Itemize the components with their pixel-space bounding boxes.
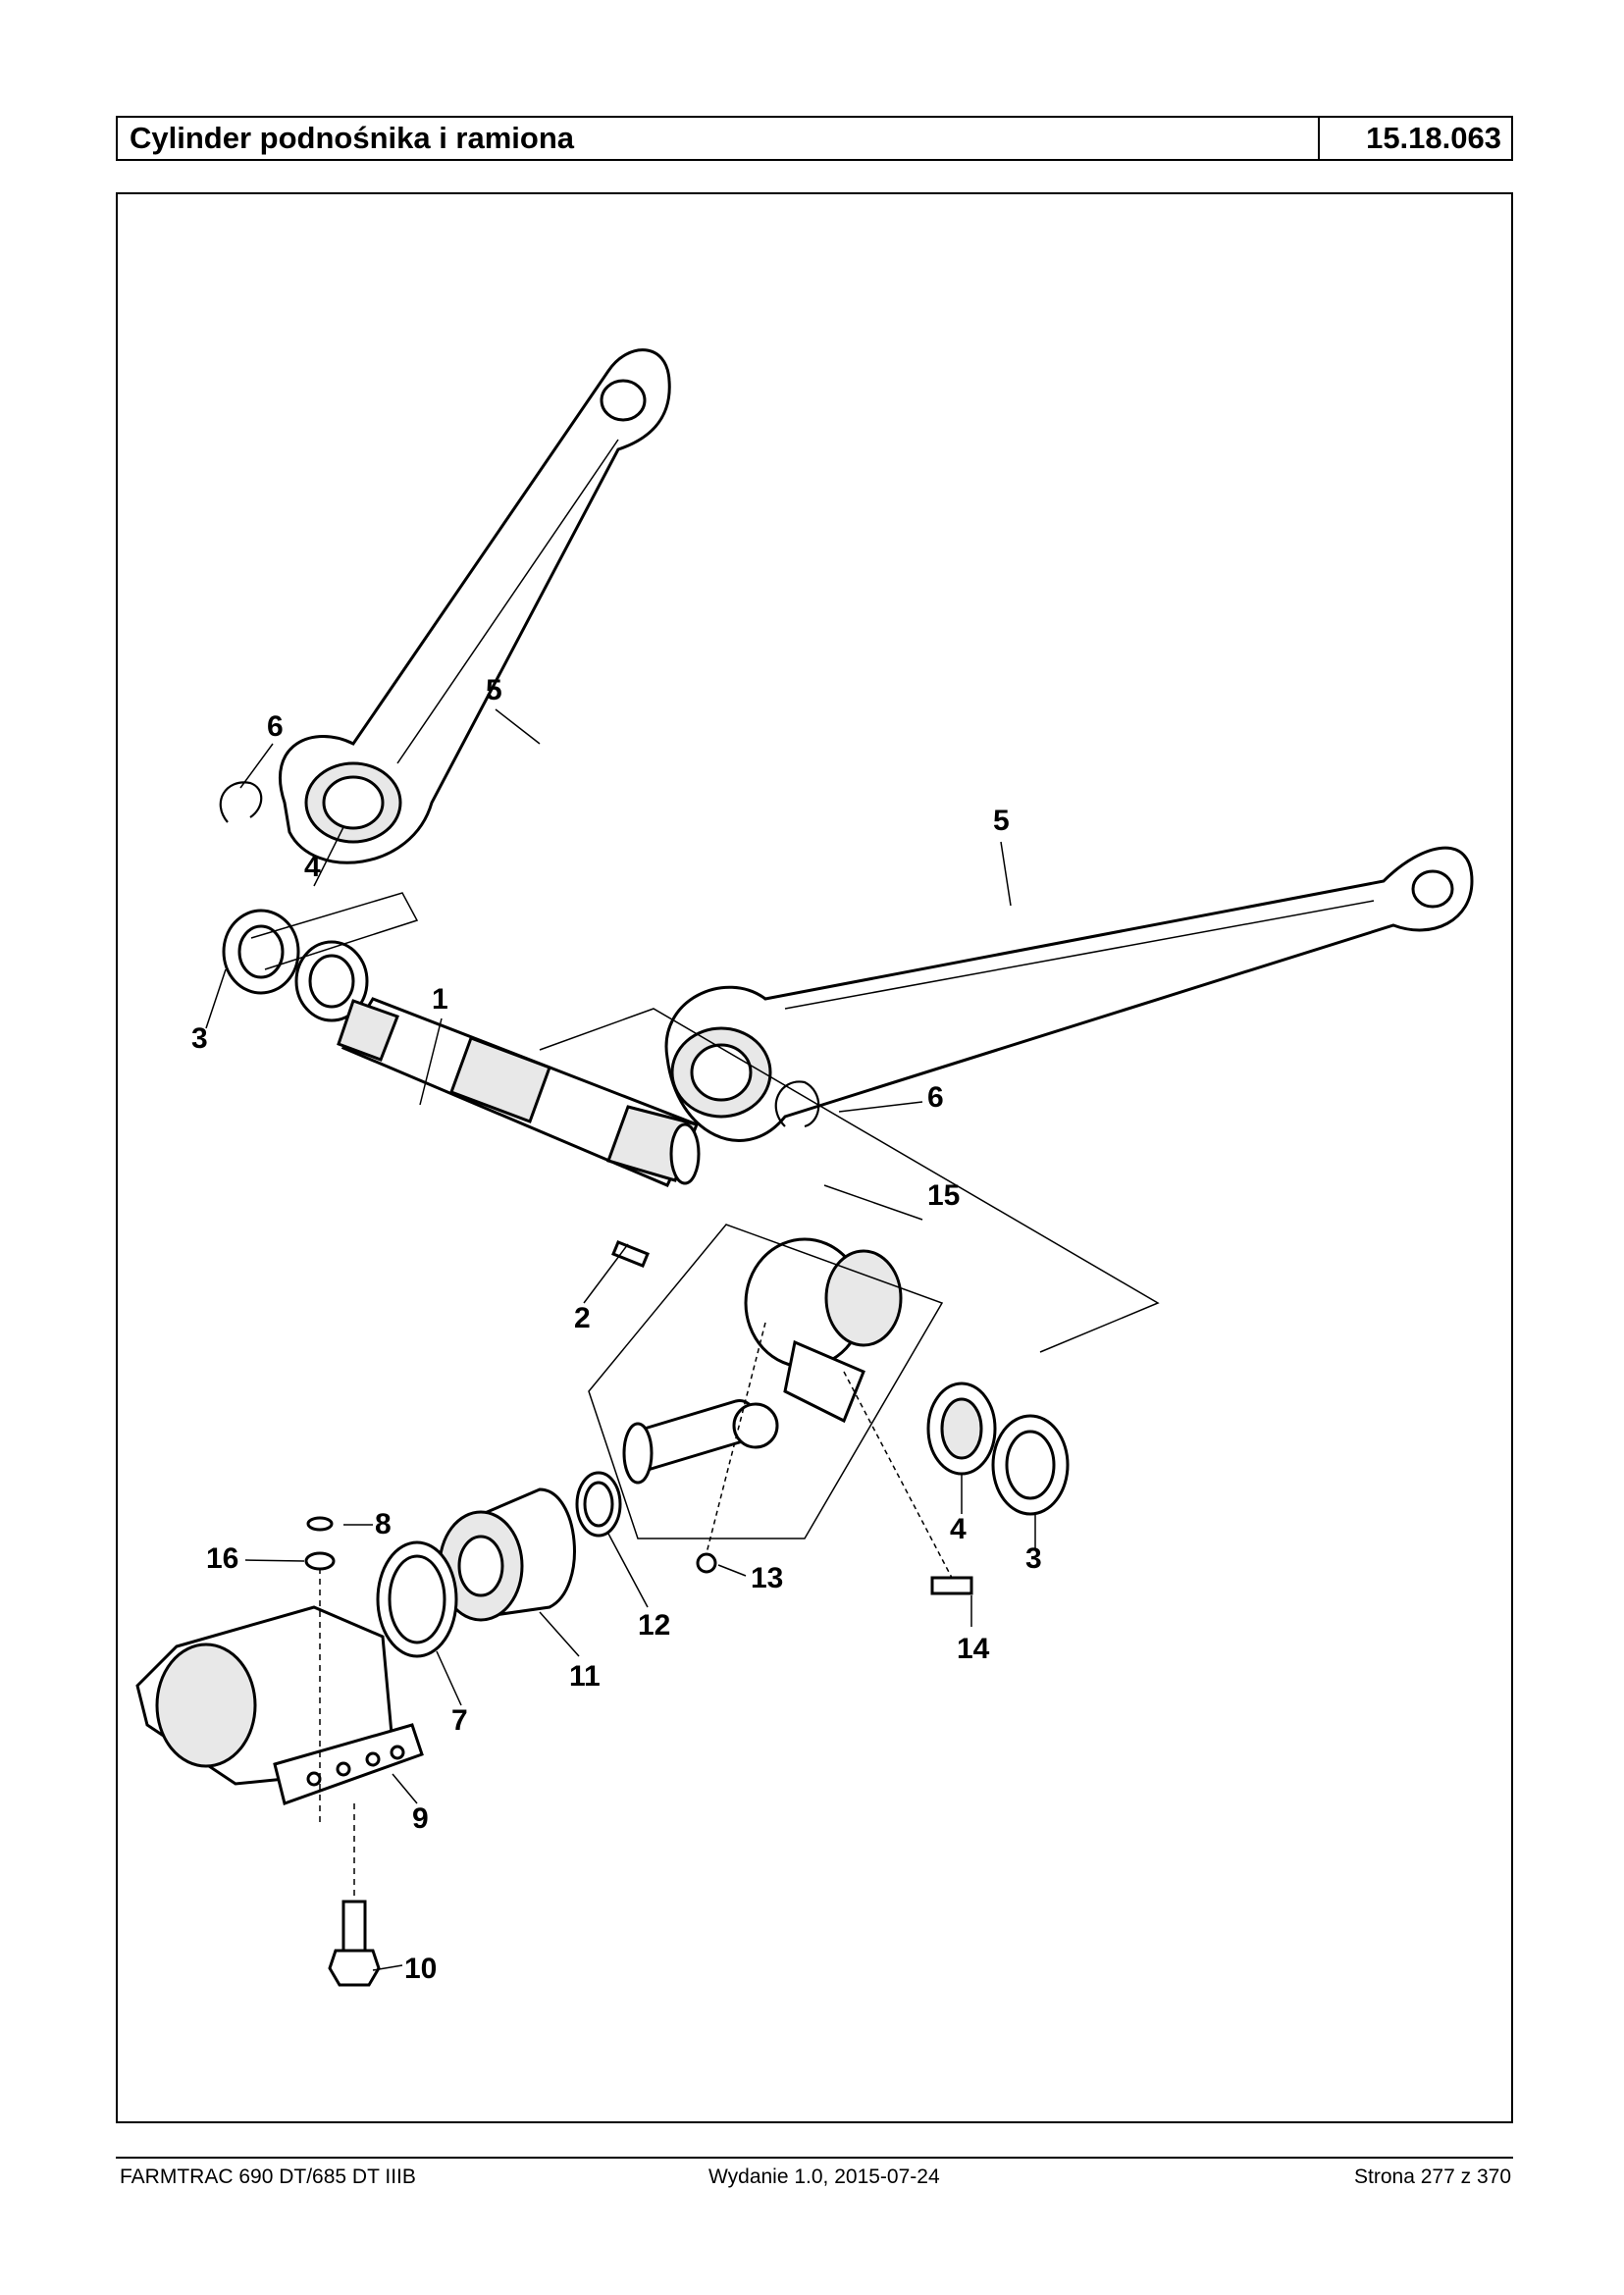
exploded-parts-diagram: 6 5 1 4 3 5 6 2 15 4 3 8 16 7 9 10 11 12…	[116, 192, 1513, 2123]
piston-ring	[575, 1471, 622, 1538]
washer-left-3	[222, 909, 300, 995]
cylinder-housing	[135, 1605, 424, 1805]
washer-8	[306, 1516, 334, 1532]
valve	[930, 1576, 973, 1595]
callout-4-right: 4	[950, 1513, 967, 1545]
washer-right	[991, 1414, 1070, 1516]
callout-7: 7	[451, 1704, 468, 1737]
callout-15: 15	[927, 1179, 960, 1212]
callout-11: 11	[569, 1660, 601, 1693]
callout-6-upper: 6	[267, 710, 284, 743]
cross-shaft	[337, 997, 701, 1187]
callout-12: 12	[638, 1609, 670, 1642]
crank-assembly	[622, 1237, 903, 1485]
callout-16: 16	[206, 1542, 238, 1575]
callout-3-right: 3	[1025, 1542, 1042, 1575]
callout-6-lower: 6	[927, 1081, 944, 1114]
callout-13: 13	[751, 1562, 783, 1594]
piston	[438, 1487, 576, 1622]
callout-5-lower: 5	[993, 805, 1010, 837]
footer-page-number: Strona 277 z 370	[1354, 2165, 1511, 2188]
footer-model: FARMTRAC 690 DT/685 DT IIIB	[120, 2165, 416, 2188]
callout-10: 10	[404, 1953, 437, 1985]
callout-1: 1	[432, 983, 448, 1016]
callout-5-upper: 5	[486, 674, 502, 706]
callout-9: 9	[412, 1802, 429, 1835]
washer-left-4	[294, 940, 369, 1022]
grease-nipple	[696, 1552, 717, 1574]
bolt	[328, 1900, 381, 1987]
footer-edition: Wydanie 1.0, 2015-07-24	[708, 2165, 940, 2188]
page-title: Cylinder podnośnika i ramiona	[118, 118, 1320, 159]
diagram-drawing: 6 5 1 4 3 5 6 2 15 4 3 8 16 7 9 10 11 12…	[135, 348, 1474, 1987]
callout-14: 14	[957, 1633, 990, 1665]
section-code: 15.18.063	[1366, 121, 1501, 155]
callout-2: 2	[574, 1302, 591, 1334]
footer-divider	[116, 2157, 1513, 2159]
callout-8: 8	[375, 1508, 392, 1540]
lift-arm-lower	[664, 846, 1474, 1142]
lift-arm-upper	[278, 348, 671, 864]
callout-4-left: 4	[304, 851, 321, 883]
washer-16	[304, 1551, 336, 1571]
callout-3-left: 3	[191, 1022, 208, 1055]
circlip-upper	[219, 781, 263, 823]
oil-seal-right	[926, 1382, 997, 1476]
pin	[611, 1240, 650, 1268]
circlip-lower	[774, 1080, 820, 1128]
page-header: Cylinder podnośnika i ramiona 15.18.063	[116, 116, 1513, 161]
seal-ring	[376, 1540, 458, 1658]
